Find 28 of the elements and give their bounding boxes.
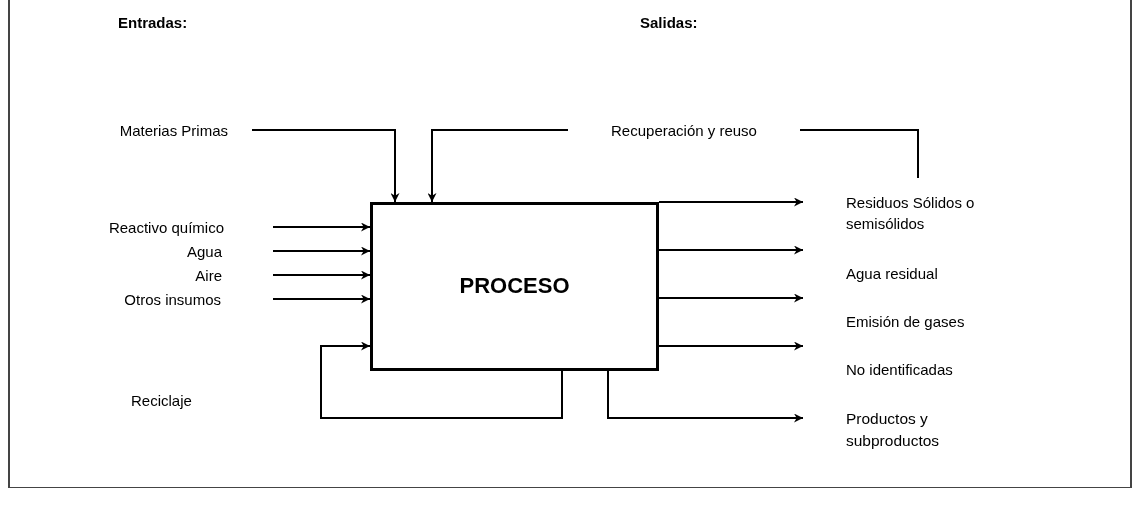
arrow [272,270,371,280]
arrow [320,341,563,419]
item-label: Reactivo químico [108,217,224,238]
arrow [658,293,804,303]
arrow [251,129,400,203]
arrow [272,246,371,256]
arrow [658,245,804,255]
item-label: Residuos Sólidos o semisólidos [846,193,976,234]
item-label: Aire [195,265,222,286]
item-label: Productos y subproductos [846,409,941,451]
arrow [607,370,804,423]
item-label: Materias Primas [119,120,228,141]
process-box [370,202,659,371]
section-heading: Salidas: [640,13,698,33]
arrow [272,294,371,304]
process-label: PROCESO [459,272,570,301]
arrow [658,197,804,207]
section-heading: Entradas: [118,13,188,33]
item-label: Otros insumos [124,289,221,310]
item-label: Recuperación y reuso [611,120,757,141]
item-label: No identificadas [846,360,953,380]
item-label: Agua residual [846,264,938,284]
item-label: Emisión de gases [846,312,965,332]
arrow [427,129,569,203]
arrow [658,341,804,351]
item-label: Agua [186,241,222,262]
arrow [272,222,371,232]
loop-label: Reciclaje [131,391,192,411]
